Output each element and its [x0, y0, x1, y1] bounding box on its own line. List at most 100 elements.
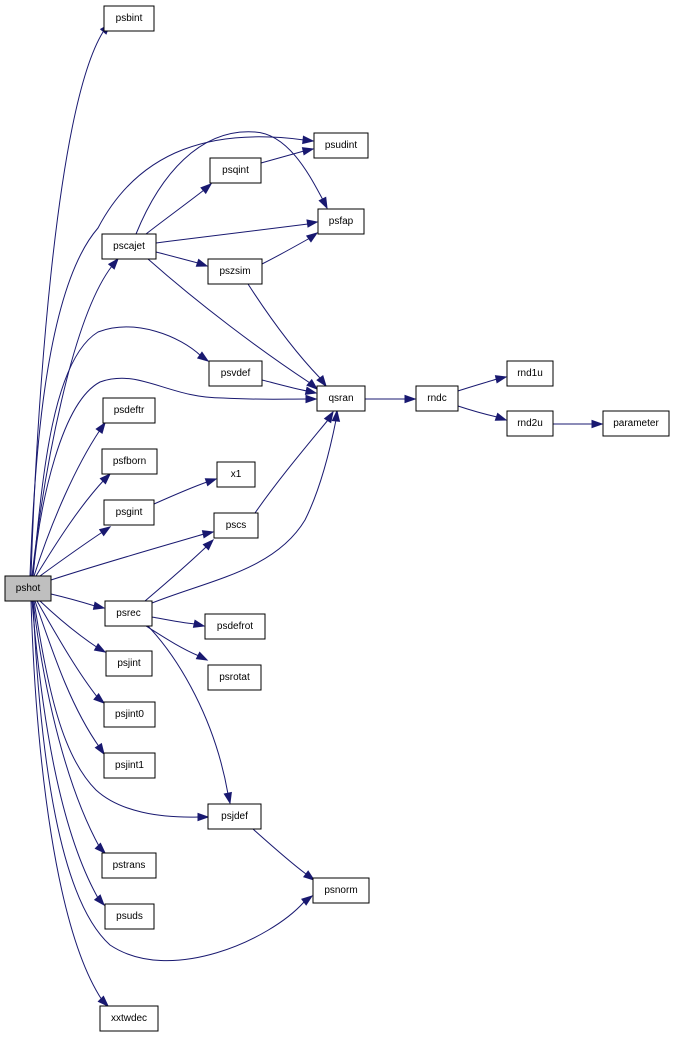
arrowhead — [93, 692, 106, 704]
node-psjint0[interactable]: psjint0 — [103, 701, 156, 728]
edge-line — [50, 533, 205, 581]
arrowhead — [494, 375, 508, 384]
arrowhead — [99, 472, 112, 485]
edge-pscajet-to-psfap — [135, 131, 328, 235]
node-label-psgint: psgint — [116, 507, 143, 518]
node-psudint[interactable]: psudint — [313, 132, 369, 159]
edge-psrec-to-qsran — [151, 409, 341, 604]
node-label-x1: x1 — [231, 469, 242, 480]
edge-line — [457, 405, 498, 418]
node-qsran[interactable]: qsran — [316, 385, 366, 412]
edge-pscajet-to-psfap-direct — [155, 219, 319, 244]
node-pszsim[interactable]: pszsim — [207, 258, 263, 285]
edge-line — [252, 828, 307, 875]
node-label-psudint: psudint — [325, 140, 357, 151]
arrowhead — [305, 232, 319, 243]
edge-pshot-to-psjint — [39, 600, 107, 653]
node-psjint[interactable]: psjint — [105, 650, 153, 677]
edge-pscajet-to-pszsim — [155, 251, 209, 267]
arrowhead — [197, 812, 210, 822]
edge-pshot-to-pstrans — [32, 600, 107, 855]
edge-line — [155, 251, 199, 264]
edge-line — [33, 600, 200, 818]
node-xxtwdec[interactable]: xxtwdec — [99, 1005, 159, 1032]
arrowhead — [95, 421, 106, 435]
arrowhead — [331, 409, 341, 422]
edge-psrec-to-pscs — [144, 538, 215, 602]
node-label-psuds: psuds — [116, 911, 143, 922]
node-label-rndc: rndc — [427, 393, 446, 404]
node-pstrans[interactable]: pstrans — [101, 852, 157, 879]
node-pscajet[interactable]: pscajet — [101, 233, 157, 260]
edge-line — [260, 150, 305, 164]
node-psjint1[interactable]: psjint1 — [103, 752, 156, 779]
node-psdefrot[interactable]: psdefrot — [204, 613, 266, 640]
edge-psgint-to-x1 — [153, 478, 218, 505]
edge-psrec-to-psrotat — [145, 625, 209, 661]
arrowhead — [318, 196, 328, 210]
edge-line — [32, 600, 101, 849]
arrowhead — [98, 526, 112, 537]
node-psjdef[interactable]: psjdef — [207, 803, 262, 830]
node-rnd2u[interactable]: rnd2u — [506, 410, 554, 437]
edge-line — [151, 616, 196, 625]
edge-line — [145, 189, 205, 235]
node-psbint[interactable]: psbint — [103, 5, 155, 32]
node-psrec[interactable]: psrec — [104, 600, 153, 627]
node-parameter[interactable]: parameter — [602, 410, 670, 437]
edge-pshot-to-xxtwdec — [30, 600, 110, 1008]
arrowhead — [304, 386, 318, 395]
edge-line — [32, 326, 202, 577]
arrowhead — [97, 995, 110, 1008]
arrowhead — [200, 183, 213, 195]
node-rnd1u[interactable]: rnd1u — [506, 360, 554, 387]
edge-line — [145, 625, 200, 657]
node-psvdef[interactable]: psvdef — [208, 360, 263, 387]
node-psuds[interactable]: psuds — [104, 903, 155, 930]
node-label-psbint: psbint — [116, 13, 143, 24]
edge-psjdef-to-psnorm — [252, 828, 316, 881]
arrowhead — [202, 538, 215, 551]
edge-pshot-to-psdeftr — [33, 421, 106, 577]
edge-line — [155, 223, 309, 244]
arrowhead — [92, 601, 106, 610]
arrowhead — [494, 412, 508, 421]
node-psrotat[interactable]: psrotat — [207, 664, 262, 691]
edge-pszsim-to-qsran — [247, 283, 327, 388]
node-psqint[interactable]: psqint — [209, 157, 262, 184]
arrowhead — [301, 147, 315, 156]
edge-line — [261, 379, 308, 392]
edge-pshot-to-qsran — [32, 377, 318, 577]
edge-line — [147, 625, 229, 795]
node-pscs[interactable]: pscs — [213, 512, 259, 539]
edge-pshot-to-psjint0 — [36, 600, 106, 704]
edge-pscajet-to-qsran — [147, 258, 319, 390]
node-label-psvdef: psvdef — [221, 368, 251, 379]
edge-pshot-to-psjdef — [33, 600, 210, 822]
node-pshot[interactable]: pshot — [4, 575, 52, 602]
edge-pshot-to-psudint — [29, 135, 315, 577]
node-label-psfap: psfap — [329, 216, 354, 227]
node-label-psjint0: psjint0 — [115, 709, 144, 720]
edge-pshot-to-psrec — [50, 593, 106, 610]
edge-psrec-to-psjdef — [147, 625, 232, 805]
edge-pshot-to-psgint — [39, 526, 112, 577]
edge-pszsim-to-psfap — [261, 232, 319, 265]
node-x1[interactable]: x1 — [216, 461, 256, 488]
edge-pshot-to-psvdef — [32, 326, 210, 577]
node-label-psjint: psjint — [117, 658, 141, 669]
node-psnorm[interactable]: psnorm — [312, 877, 370, 904]
arrowhead — [302, 135, 315, 145]
node-psdeftr[interactable]: psdeftr — [102, 397, 156, 424]
arrowhead — [323, 410, 334, 424]
node-label-parameter: parameter — [613, 418, 659, 429]
node-rndc[interactable]: rndc — [415, 385, 459, 412]
node-label-qsran: qsran — [328, 393, 353, 404]
edge-pshot-to-psfborn — [35, 472, 112, 577]
edge-line — [39, 600, 99, 649]
node-psfborn[interactable]: psfborn — [101, 448, 158, 475]
node-psgint[interactable]: psgint — [103, 499, 155, 526]
edge-line — [153, 481, 208, 505]
node-psfap[interactable]: psfap — [317, 208, 365, 235]
edge-line — [144, 546, 207, 602]
